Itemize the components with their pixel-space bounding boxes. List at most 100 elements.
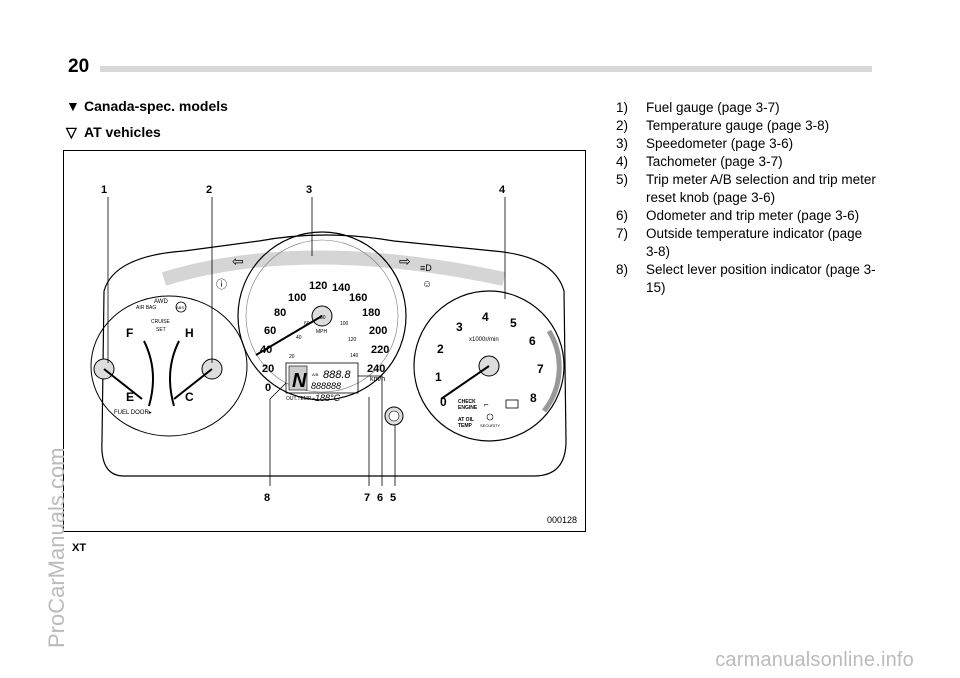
side-watermark-text: ProCarManuals.com: [44, 447, 69, 648]
mph-label-80: 80: [320, 315, 326, 321]
mph-label-100: 100: [340, 321, 349, 327]
legend-item: 3)Speedometer (page 3-6): [616, 136, 794, 151]
tachometer-needle: [440, 365, 490, 400]
odometer-display: 888888: [311, 381, 341, 391]
instrument-cluster-figure: F E H C FUEL DOOR▸ AIR BAG AWD ABS CRUIS…: [63, 150, 586, 532]
cluster-illustration: F E H C FUEL DOOR▸ AIR BAG AWD ABS CRUIS…: [90, 184, 567, 504]
legend-item: 8)Select lever position indicator (page …: [616, 262, 876, 295]
battery-warning-icon: [505, 399, 519, 409]
housing-shading: [161, 250, 506, 286]
callout-numbers: 1 2 3 4 8 7 6 5: [101, 184, 506, 504]
mph-label-20: 20: [289, 354, 295, 360]
callout-6: 6: [377, 492, 383, 504]
abs-warning-icon: [175, 301, 187, 313]
speed-label-20: 20: [262, 363, 274, 375]
speed-label-180: 180: [362, 307, 380, 319]
trip-knob-center: [388, 410, 400, 422]
left-turn-arrow-icon: ⇦: [232, 253, 244, 269]
check-label: CHECK: [458, 399, 476, 405]
temp-warn-label: TEMP: [458, 423, 473, 429]
header-rule: [100, 66, 872, 72]
tach-label-8: 8: [530, 391, 537, 405]
cruise-label: CRUISE: [151, 319, 171, 325]
mph-label-60: 60: [304, 321, 310, 327]
temp-hot-label: H: [185, 326, 194, 340]
seatbelt-icon: ☺: [422, 279, 432, 290]
gear-indicator-box: [288, 365, 308, 391]
callout-3: 3: [306, 184, 312, 196]
tach-redline: [542, 329, 562, 413]
fuel-empty-label: E: [126, 390, 134, 404]
gear-indicator: N: [292, 370, 307, 392]
figure-code: 000128: [546, 515, 577, 525]
callout-4: 4: [499, 184, 506, 196]
heading-marker: ▼: [66, 98, 80, 114]
security-label: SECURITY: [480, 423, 501, 428]
brake-warning-icon: ⓘ: [216, 278, 227, 291]
subheading-text: AT vehicles: [84, 124, 161, 140]
speedometer-needle: [255, 315, 323, 356]
legend-item: 5)Trip meter A/B selection and trip mete…: [616, 172, 876, 205]
speed-mph-scale: 20 40 60 80 100 120 140: [289, 315, 359, 360]
security-indicator-icon: [486, 413, 494, 421]
kmh-unit-label: km/h: [370, 376, 385, 383]
heading-text: Canada-spec. models: [84, 98, 228, 114]
speedometer-dial: [237, 231, 407, 401]
cluster-housing: [101, 234, 567, 477]
airbag-label: AIR BAG: [136, 305, 156, 311]
abs-label: ABS: [176, 305, 184, 310]
speed-label-160: 160: [349, 292, 367, 304]
speed-label-80: 80: [274, 307, 286, 319]
tach-unit-label: x1000r/min: [469, 337, 499, 343]
tach-label-3: 3: [456, 320, 463, 334]
legend-item: 7)Outside temperature indicator (page 3-…: [616, 226, 863, 259]
page-number: 20: [68, 56, 90, 77]
speed-label-220: 220: [371, 344, 389, 356]
mph-unit-label: MPH: [316, 329, 328, 335]
fuel-arc: [143, 340, 154, 407]
side-watermark: ProCarManuals.com: [44, 447, 69, 648]
callout-5: 5: [390, 492, 396, 504]
speed-label-200: 200: [369, 325, 387, 337]
trip-display: 888.8: [323, 369, 351, 381]
tach-label-6: 6: [529, 334, 536, 348]
subsection-heading: ▽ AT vehicles: [66, 124, 161, 141]
section-heading: ▼Canada-spec. models: [66, 98, 228, 114]
bottom-watermark: carmanualsonline.info: [715, 649, 914, 671]
tach-label-7: 7: [537, 362, 544, 376]
temp-cold-label: C: [185, 390, 194, 404]
at-oil-label: AT OIL: [458, 417, 474, 423]
fuel-full-label: F: [126, 326, 133, 340]
model-label: XT: [72, 542, 87, 554]
tachometer-dial: [413, 290, 565, 442]
speed-label-120: 120: [309, 280, 327, 292]
speed-label-100: 100: [288, 292, 306, 304]
speedometer-inner-ring: [245, 239, 399, 393]
callout-2: 2: [206, 184, 212, 196]
mph-label-120: 120: [348, 337, 357, 343]
legend-item: 6)Odometer and trip meter (page 3-6): [616, 208, 860, 223]
temp-needle: [173, 368, 213, 400]
tach-label-4: 4: [482, 310, 489, 324]
speed-kmh-scale: 0 20 40 60 80 100 120 140 160 180 200 22…: [260, 280, 389, 394]
oil-pressure-icon: ⌐: [484, 400, 489, 409]
tach-label-2: 2: [437, 342, 444, 356]
callout-lines: [107, 197, 506, 486]
tach-label-5: 5: [510, 316, 517, 330]
subheading-marker: ▽: [66, 124, 77, 140]
fuel-temp-pod: [90, 295, 248, 437]
legend-item: 4)Tachometer (page 3-7): [616, 154, 783, 169]
speed-label-140: 140: [332, 282, 350, 294]
speed-label-40: 40: [260, 344, 272, 356]
callout-1: 1: [101, 184, 107, 196]
tach-scale: 0 1 2 3 4 5 6 7 8: [435, 310, 544, 409]
legend-item: 2)Temperature gauge (page 3-8): [616, 118, 830, 133]
callout-legend: 1)Fuel gauge (page 3-7) 2)Temperature ga…: [616, 99, 876, 297]
speed-label-0: 0: [265, 382, 271, 394]
trip-ab-label: A/B: [312, 372, 319, 377]
engine-label: ENGINE: [458, 405, 478, 411]
tach-label-1: 1: [435, 370, 442, 384]
mph-label-40: 40: [296, 335, 302, 341]
set-label: SET: [156, 327, 166, 333]
high-beam-icon: ≡D: [420, 263, 432, 273]
